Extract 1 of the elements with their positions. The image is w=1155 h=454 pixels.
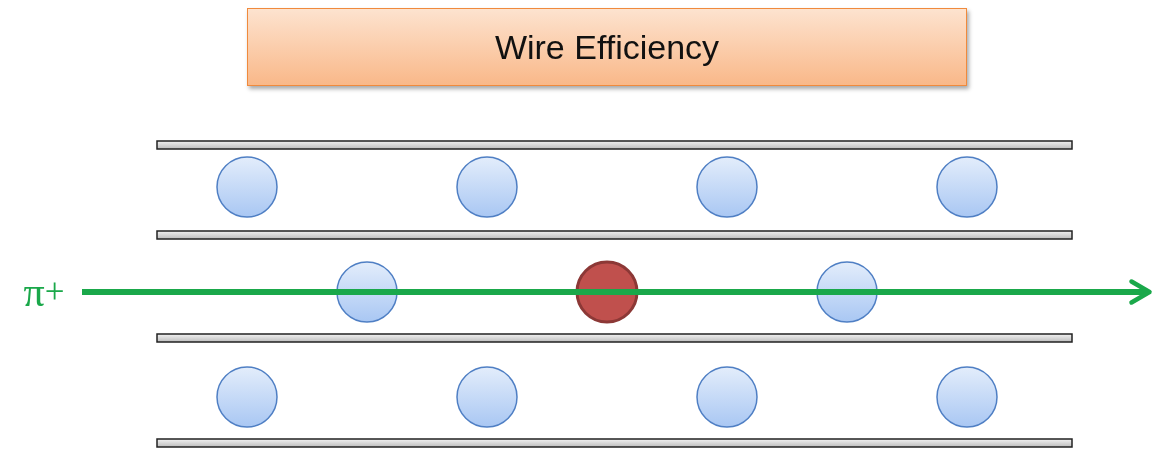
title-box: Wire Efficiency bbox=[247, 8, 967, 86]
